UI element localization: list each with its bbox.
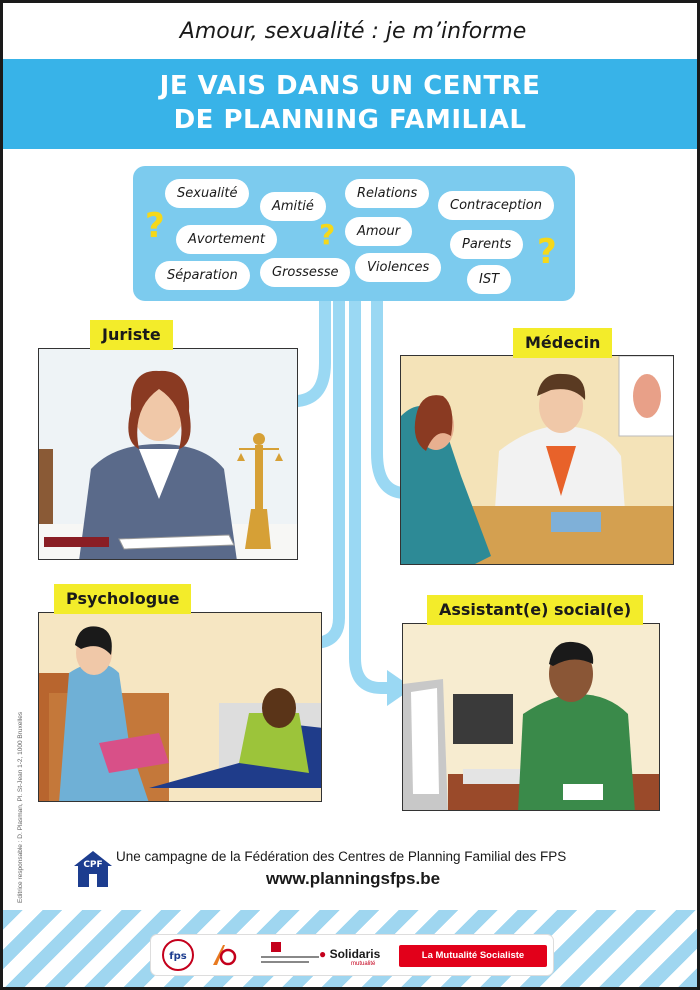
topic-pill: Amour (345, 217, 413, 246)
topic-pill: Séparation (155, 261, 250, 290)
title-banner: JE VAIS DANS UN CENTRE DE PLANNING FAMIL… (3, 59, 697, 149)
cpf-partner-logo-icon (261, 942, 319, 963)
label-psychologue: Psychologue (54, 584, 192, 614)
topic-pill: Violences (355, 253, 442, 282)
banner-line-1: JE VAIS DANS UN CENTRE (159, 71, 541, 101)
editor-notice: Editrice responsable : D. Plasman, Pl. S… (17, 711, 24, 903)
federation-logo-icon (213, 945, 237, 966)
topic-pill: Relations (345, 179, 430, 208)
question-mark-icon: ? (537, 232, 557, 272)
mutualite-socialiste-logo: La Mutualité Socialiste (399, 945, 547, 967)
website-link[interactable]: www.planningsfps.be (265, 869, 441, 888)
question-mark-icon: ? (145, 206, 165, 246)
solidaris-sub: mutualité (351, 961, 376, 967)
question-mark-icon: ? (319, 218, 336, 251)
topic-pill: Parents (450, 230, 524, 259)
arrow-to-psychologue (303, 299, 345, 649)
topic-pill: Sexualité (165, 179, 250, 208)
topic-pill: IST (467, 265, 512, 294)
poster-title: Amour, sexualité : je m’informe (179, 19, 527, 44)
juriste-illustration (38, 348, 298, 560)
fps-logo-icon: fps (162, 939, 194, 971)
topic-pill: Grossesse (260, 258, 351, 287)
arrow-to-assistant (349, 299, 391, 694)
label-juriste: Juriste (90, 320, 173, 350)
solidaris-logo: ● Solidaris (319, 947, 381, 961)
campaign-text: Une campagne de la Fédération des Centre… (116, 849, 567, 864)
assistant-social-illustration (402, 623, 660, 811)
medecin-illustration (400, 355, 674, 565)
label-medecin: Médecin (513, 328, 613, 358)
banner-line-2: DE PLANNING FAMILIAL (173, 105, 527, 135)
topic-pill: Contraception (438, 191, 554, 220)
topic-pill: Amitié (260, 192, 326, 221)
cpf-logo-text: CPF (83, 860, 102, 870)
label-assistant-social: Assistant(e) social(e) (427, 595, 644, 625)
fps-logo-text: fps (169, 951, 187, 962)
topic-pill: Avortement (176, 225, 277, 254)
topics-box: Sexualité Amitié Relations Contraception… (133, 166, 575, 301)
psychologue-illustration (38, 612, 322, 802)
cpf-logo-icon: CPF (74, 851, 112, 887)
partner-logos: fps ● Solidaris mutualité La Mutualité S… (151, 935, 553, 975)
